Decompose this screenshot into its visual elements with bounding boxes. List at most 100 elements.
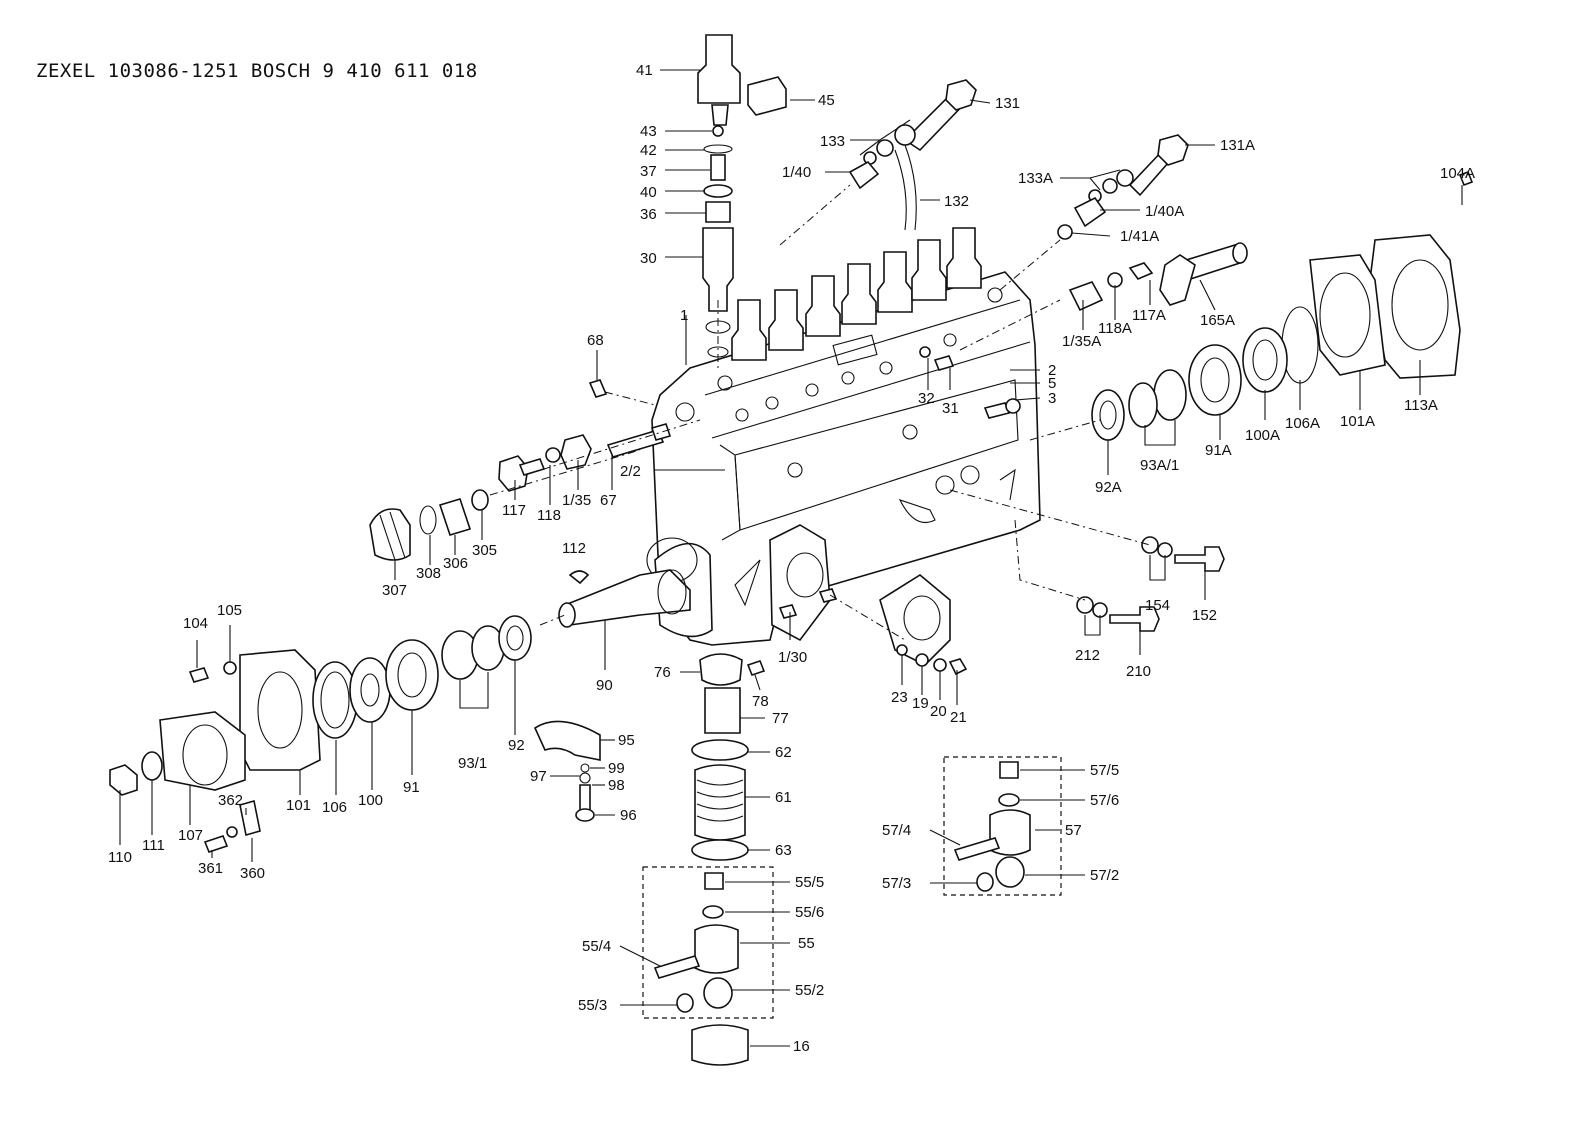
label-91a: 91A [1205, 442, 1232, 459]
label-362: 362 [218, 792, 243, 809]
label-2-2: 2/2 [620, 463, 641, 480]
label-3: 3 [1048, 390, 1056, 407]
label-77: 77 [772, 710, 789, 727]
label-106: 106 [322, 799, 347, 816]
label-306: 306 [443, 555, 468, 572]
part-labels: 41 45 43 42 37 40 36 30 131 133 1/40 132… [108, 62, 1475, 1055]
label-305: 305 [472, 542, 497, 559]
assembly-box-57 [943, 756, 1062, 896]
label-20: 20 [930, 703, 947, 720]
label-152: 152 [1192, 607, 1217, 624]
label-90: 90 [596, 677, 613, 694]
left-bearing-set [109, 615, 532, 853]
label-113a: 113A [1404, 397, 1438, 414]
label-131: 131 [995, 95, 1020, 112]
label-104: 104 [183, 615, 208, 632]
label-118a: 118A [1098, 320, 1132, 337]
label-101: 101 [286, 797, 311, 814]
label-117: 117 [502, 502, 526, 519]
label-99: 99 [608, 760, 625, 777]
label-55-5: 55/5 [795, 874, 824, 891]
label-212: 212 [1075, 647, 1100, 664]
label-1-30: 1/30 [778, 649, 807, 666]
label-16: 16 [793, 1038, 810, 1055]
label-98: 98 [608, 777, 625, 794]
label-68: 68 [587, 332, 604, 349]
banjo-bolt-group-a [999, 134, 1189, 291]
governor-stack [691, 653, 766, 861]
label-55-2: 55/2 [795, 982, 824, 999]
left-fittings [498, 379, 701, 492]
label-19: 19 [912, 695, 929, 712]
assembly-box-55 [642, 866, 774, 1019]
label-1-40a: 1/40A [1145, 203, 1184, 220]
label-2: 2 [1048, 362, 1056, 379]
label-37: 37 [640, 163, 657, 180]
label-133: 133 [820, 133, 845, 150]
label-36: 36 [640, 206, 657, 223]
label-57-6: 57/6 [1090, 792, 1119, 809]
label-62: 62 [775, 744, 792, 761]
assembly-55-parts [653, 872, 739, 1013]
label-30: 30 [640, 250, 657, 267]
clamp-part [747, 76, 787, 116]
drawing-title: ZEXEL 103086-1251 BOSCH 9 410 611 018 [36, 60, 478, 82]
delivery-valve-holders [731, 227, 982, 361]
label-57: 57 [1065, 822, 1082, 839]
label-360: 360 [240, 865, 265, 882]
label-76: 76 [654, 664, 671, 681]
label-43: 43 [640, 123, 657, 140]
label-57-2: 57/2 [1090, 867, 1119, 884]
bracket-and-screw [533, 720, 601, 822]
label-57-3: 57/3 [882, 875, 911, 892]
label-154: 154 [1145, 597, 1170, 614]
label-55-4: 55/4 [582, 938, 611, 955]
label-117a: 117A [1132, 307, 1166, 324]
banjo-bolt-group [779, 79, 977, 246]
label-92: 92 [508, 737, 525, 754]
label-1-35: 1/35 [562, 492, 591, 509]
label-96: 96 [620, 807, 637, 824]
leader-lines [119, 69, 1463, 1047]
left-valve-assembly [369, 449, 641, 561]
label-361: 361 [198, 860, 223, 877]
end-cap-16 [691, 1024, 749, 1066]
label-91: 91 [403, 779, 420, 796]
label-1-35a: 1/35A [1062, 333, 1101, 350]
label-308: 308 [416, 565, 441, 582]
label-106a: 106A [1285, 415, 1320, 432]
right-pipe-fittings [959, 242, 1248, 351]
label-57-5: 57/5 [1090, 762, 1119, 779]
label-1-40: 1/40 [782, 164, 811, 181]
small-bolts-upper-right [919, 346, 1021, 419]
delivery-valve-stack [697, 34, 741, 370]
label-55-3: 55/3 [578, 997, 607, 1014]
label-93-1: 93/1 [458, 755, 487, 772]
woodruff-key [568, 570, 590, 585]
label-93a-1: 93A/1 [1140, 457, 1179, 474]
label-92a: 92A [1095, 479, 1122, 496]
label-1: 1 [680, 307, 688, 324]
label-23: 23 [891, 689, 908, 706]
label-55: 55 [798, 935, 815, 952]
label-41: 41 [636, 62, 653, 79]
label-107: 107 [178, 827, 203, 844]
label-5: 5 [1048, 375, 1056, 392]
label-210: 210 [1126, 663, 1151, 680]
label-131a: 131A [1220, 137, 1255, 154]
label-1-41a: 1/41A [1120, 228, 1159, 245]
lower-right-fasteners [778, 489, 1225, 676]
label-101a: 101A [1340, 413, 1375, 430]
assembly-57-parts [953, 761, 1031, 892]
label-61: 61 [775, 789, 792, 806]
label-118: 118 [537, 507, 561, 524]
label-97: 97 [530, 768, 547, 785]
label-133a: 133A [1018, 170, 1053, 187]
label-111: 111 [142, 837, 165, 854]
label-78: 78 [752, 693, 769, 710]
label-55-6: 55/6 [795, 904, 824, 921]
label-307: 307 [382, 582, 407, 599]
label-57-4: 57/4 [882, 822, 911, 839]
label-32: 32 [918, 390, 935, 407]
